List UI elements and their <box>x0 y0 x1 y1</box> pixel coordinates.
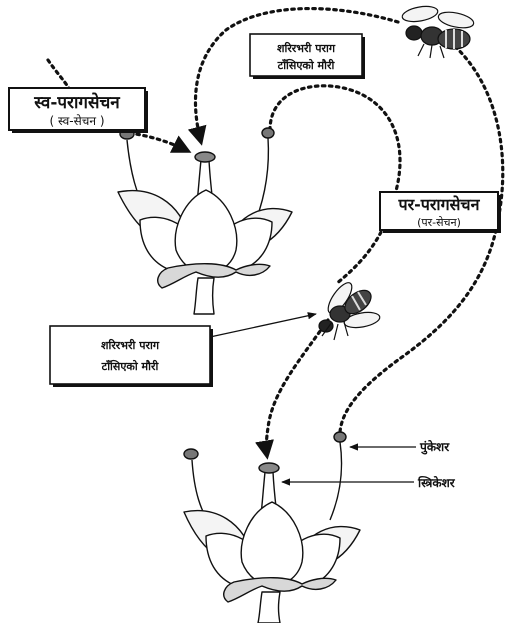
upper-flower-stem <box>194 278 214 314</box>
top-bee-wing-upper <box>401 4 439 24</box>
top-bee-legs <box>418 44 444 58</box>
bee-label-middle-line1: शरिरभरी पराग <box>101 338 160 352</box>
self-pollination-subtitle: ( स्व-सेचन ) <box>49 114 104 128</box>
bee-label-top-line1: शरिरभरी पराग <box>277 41 336 55</box>
upper-stamen-to-middle-bee-path <box>270 86 400 284</box>
upper-flower-stigma <box>195 152 215 162</box>
top-bee-to-lower-flower-path <box>340 42 503 432</box>
lower-flower-anther-left <box>184 449 198 459</box>
top-bee-wing-lower <box>437 9 475 30</box>
lower-flower-stigma <box>259 463 279 473</box>
lower-flower-sepals <box>224 578 336 602</box>
lower-flower-stem <box>258 592 280 623</box>
lower-flower-stamen-right <box>330 442 342 520</box>
self-pollination-title: स्व-परागसेचन <box>33 92 120 113</box>
bee-pointer-line <box>210 314 316 337</box>
self-pollination-box: स्व-परागसेचन ( स्व-सेचन ) <box>9 88 148 133</box>
upper-flower-sepals <box>158 264 270 288</box>
upper-flower <box>118 128 292 314</box>
cross-pollination-box: पर-परागसेचन (पर-सेचन) <box>380 192 501 233</box>
incoming-path <box>48 60 70 90</box>
upper-flower-stamen-right <box>256 138 268 220</box>
lower-flower <box>184 432 360 623</box>
bee-label-top-box: शरिरभरी पराग टाँसिएको मौरी <box>250 34 365 79</box>
upper-flower-anther-right <box>262 128 274 138</box>
top-bee-head <box>406 26 422 40</box>
stamen-label: पुंकेशर <box>419 440 450 455</box>
self-pollination-path <box>130 133 188 151</box>
lower-flower-petal-center <box>241 502 303 586</box>
middle-bee-to-lower-flower-path <box>266 320 328 456</box>
cross-pollination-title: पर-परागसेचन <box>398 195 481 214</box>
cross-pollination-subtitle: (पर-सेचन) <box>417 216 461 229</box>
lower-flower-anther-right <box>334 432 346 442</box>
bee-label-middle-frame <box>50 326 210 384</box>
middle-bee <box>319 279 381 340</box>
top-bee <box>401 4 475 58</box>
bee-label-middle-line2: टाँसिएको मौरी <box>101 359 160 373</box>
bee-label-middle-box: शरिरभरी पराग टाँसिएको मौरी <box>50 326 213 387</box>
upper-flower-petal-center <box>175 190 237 274</box>
bee-label-top-line2: टाँसिएको मौरी <box>277 58 336 72</box>
pistil-label: स्त्रिकेशर <box>417 476 456 490</box>
